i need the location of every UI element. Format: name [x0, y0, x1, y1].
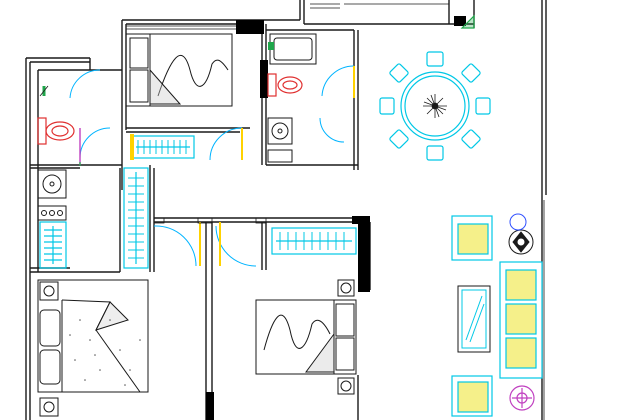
bed-icon: [125, 33, 233, 107]
bed-icon: [37, 279, 149, 417]
sink-icon: [267, 117, 293, 163]
sink-icon: [37, 85, 67, 221]
toilet-icon: [267, 73, 303, 97]
armchair-icon: [451, 215, 493, 417]
dining-chairs: [379, 51, 491, 161]
wardrobe-icon: [130, 134, 195, 160]
plant-icon: [423, 94, 447, 118]
bed-icon: [255, 279, 357, 395]
bathtub-icon: [268, 33, 317, 65]
wardrobe-icon: [39, 221, 67, 269]
bed-dots: [69, 319, 141, 386]
dining-table-icon: [379, 51, 491, 161]
wardrobe-icon: [123, 167, 149, 269]
coffee-table-icon: [457, 285, 491, 353]
lamp-icon: [508, 213, 534, 255]
windows: [126, 3, 545, 420]
solid-walls: [206, 16, 466, 420]
sofa-icon: [499, 261, 543, 379]
door-swing-icon: [69, 65, 355, 267]
walls: [25, 0, 547, 420]
plant-icon: [509, 385, 535, 411]
wardrobe-icon: [271, 227, 357, 255]
toilet-icon: [37, 117, 75, 145]
door-hinges: [153, 217, 267, 224]
corner-marks: [79, 14, 475, 166]
